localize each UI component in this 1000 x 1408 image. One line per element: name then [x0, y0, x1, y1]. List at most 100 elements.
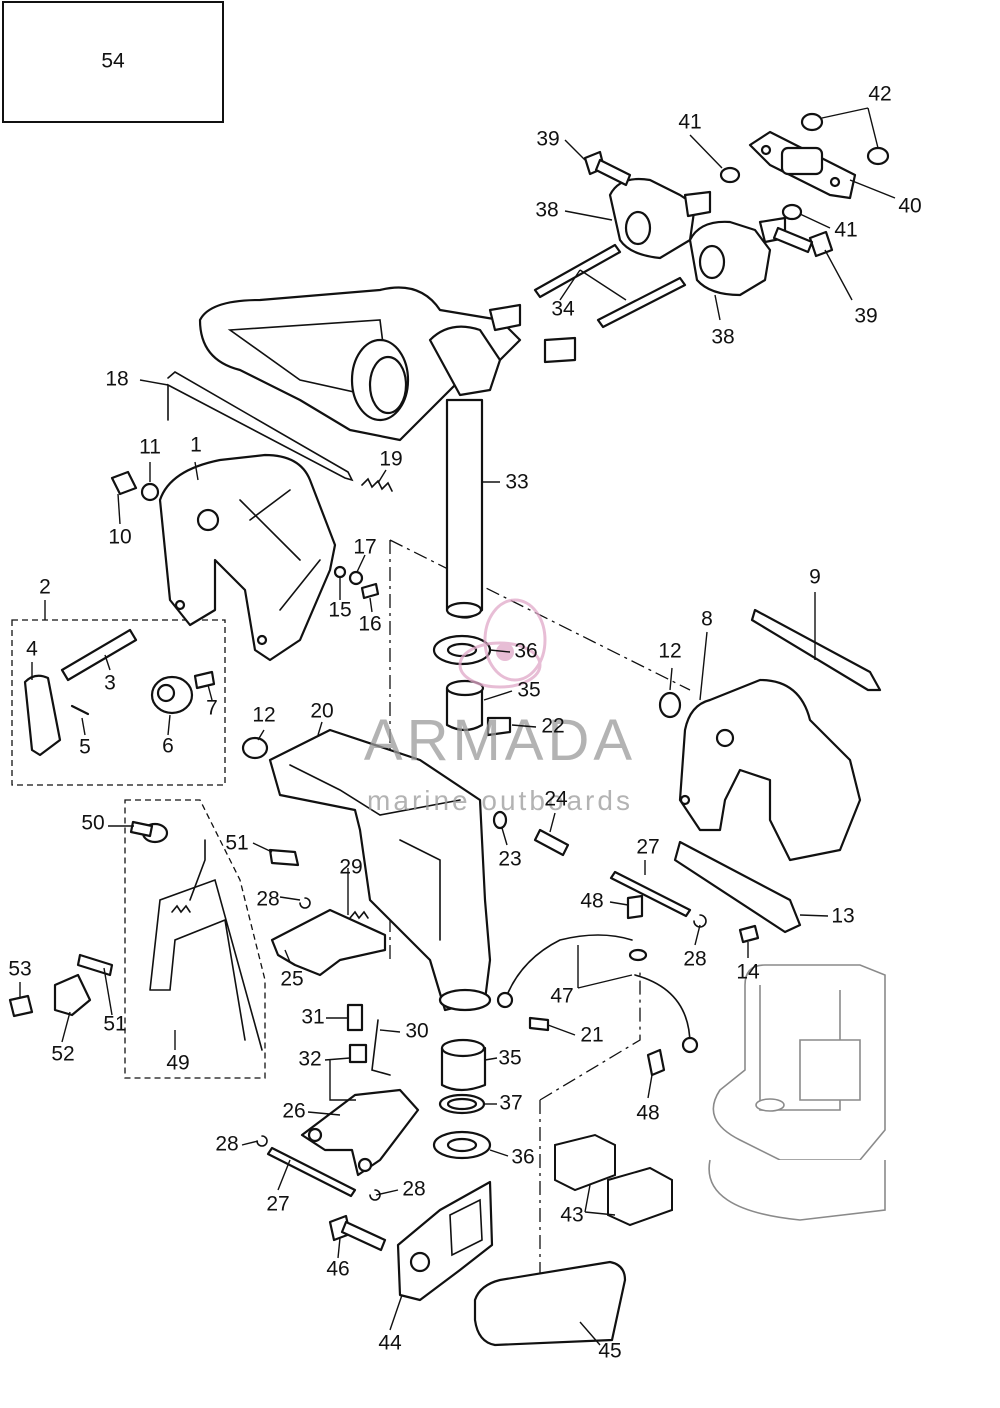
- mount-bracket: [748, 130, 857, 200]
- callout-number: 36: [511, 1146, 534, 1169]
- callout-number: 27: [266, 1193, 289, 1216]
- callout-number: 21: [580, 1024, 603, 1047]
- callout-number: 25: [280, 968, 303, 991]
- bolt-39-upper: [583, 150, 632, 187]
- callout-number: 42: [868, 83, 891, 106]
- washer-48: [628, 948, 648, 962]
- washer-41-lower: [781, 203, 803, 221]
- callout-number: 24: [544, 788, 568, 811]
- callout-number: 5: [79, 736, 91, 759]
- callout-number: 26: [282, 1100, 305, 1123]
- clip-28-left: [256, 1135, 268, 1147]
- bolt-53: [8, 994, 34, 1018]
- terminal-47b: [681, 1036, 699, 1054]
- callout-number: 43: [560, 1204, 583, 1227]
- tilt-lock-25: [270, 908, 387, 977]
- clip-28-mid: [299, 897, 311, 909]
- pin-50: [129, 820, 169, 844]
- bolt-39-lower: [772, 226, 834, 258]
- spring-19: [361, 477, 393, 492]
- callout-number: 9: [809, 566, 821, 589]
- washer-15: [333, 565, 347, 579]
- callout-number: 52: [51, 1043, 74, 1066]
- washer-11: [140, 482, 160, 502]
- leader-lines: [19, 107, 896, 1346]
- cable-47a: [504, 934, 633, 1001]
- callout-number: 28: [402, 1178, 425, 1201]
- watermark-brand: ARMADA: [364, 708, 636, 773]
- bolt-24: [533, 828, 570, 857]
- callout-number: 32: [298, 1048, 321, 1071]
- callout-number: 47: [550, 985, 573, 1008]
- callout-number: 1: [190, 434, 202, 457]
- assembly-49-boundary: [124, 799, 266, 1079]
- callout-number: 27: [636, 836, 659, 859]
- bolt-7: [193, 670, 216, 690]
- stud-upper: [533, 243, 622, 299]
- callout-number: 44: [378, 1332, 402, 1355]
- screw-14: [738, 924, 760, 944]
- clip-32: [348, 1043, 368, 1064]
- callout-number: 23: [498, 848, 521, 871]
- callout-number: 38: [535, 199, 558, 222]
- nut-42-upper: [800, 112, 824, 132]
- damper-43-upper: [554, 1133, 616, 1192]
- lower-unit-ghost: [708, 964, 886, 1221]
- callout-number: 45: [598, 1340, 621, 1363]
- tilt-support-26: [300, 1088, 420, 1177]
- callout-number: 11: [139, 436, 161, 459]
- callout-numbers: 1 2 3 4 5 6 7 8 9 10 11 12 12 13 14 15 1…: [8, 83, 921, 1363]
- rod-30: [371, 1019, 391, 1076]
- clamp-screw-3: [60, 628, 138, 682]
- callout-number: 49: [166, 1052, 189, 1075]
- callout-number: 46: [326, 1258, 349, 1281]
- page-number-box: [2, 1, 224, 123]
- bushing-35-lower: [440, 1038, 487, 1092]
- callout-number: 28: [215, 1133, 238, 1156]
- callout-number: 14: [736, 961, 760, 984]
- clip-31: [346, 1003, 364, 1032]
- bolt-48-lower: [646, 1048, 666, 1077]
- callout-number: 37: [499, 1092, 522, 1115]
- callout-number: 38: [711, 326, 734, 349]
- bolt-9: [750, 608, 882, 692]
- clamp-bracket-right: [678, 678, 862, 862]
- bolt-48-upper: [626, 894, 644, 920]
- callout-number: 2: [39, 576, 51, 599]
- clip-22: [486, 716, 512, 737]
- callout-number: 12: [252, 704, 275, 727]
- callout-number: 39: [854, 305, 877, 328]
- armada-watermark: ARMADA marine outboards: [364, 598, 636, 816]
- washer-41-upper: [719, 166, 741, 184]
- steering-shaft: [445, 398, 500, 619]
- lower-mount-44: [396, 1180, 494, 1302]
- lever-49: [149, 839, 263, 1051]
- callout-number: 31: [301, 1006, 324, 1029]
- pin-51-upper: [268, 848, 300, 867]
- callout-number: 39: [536, 128, 559, 151]
- clip-28-lower: [369, 1189, 381, 1201]
- callout-number: 53: [8, 958, 31, 981]
- watermark-tagline: marine outboards: [367, 785, 633, 816]
- callout-number: 10: [108, 526, 131, 549]
- washer-12-left: [241, 736, 269, 760]
- screw-16: [360, 582, 380, 600]
- callout-number: 7: [206, 697, 218, 720]
- clamp-bracket-left: [158, 453, 337, 662]
- stud-lower: [596, 276, 687, 329]
- screw-21: [528, 1016, 550, 1032]
- washer-12-right: [658, 691, 682, 719]
- nut-10: [110, 470, 138, 496]
- callout-number: 33: [505, 471, 528, 494]
- terminal-47a: [496, 991, 514, 1009]
- callout-number: 48: [580, 890, 603, 913]
- clamp-pad-4: [23, 674, 62, 757]
- callout-number: 51: [225, 832, 248, 855]
- ring-37: [438, 1093, 486, 1115]
- armada-logo-icon: [458, 598, 547, 689]
- callout-number: 17: [353, 536, 376, 559]
- callout-number: 8: [701, 608, 713, 631]
- callout-number: 28: [683, 948, 706, 971]
- callout-number: 34: [551, 298, 575, 321]
